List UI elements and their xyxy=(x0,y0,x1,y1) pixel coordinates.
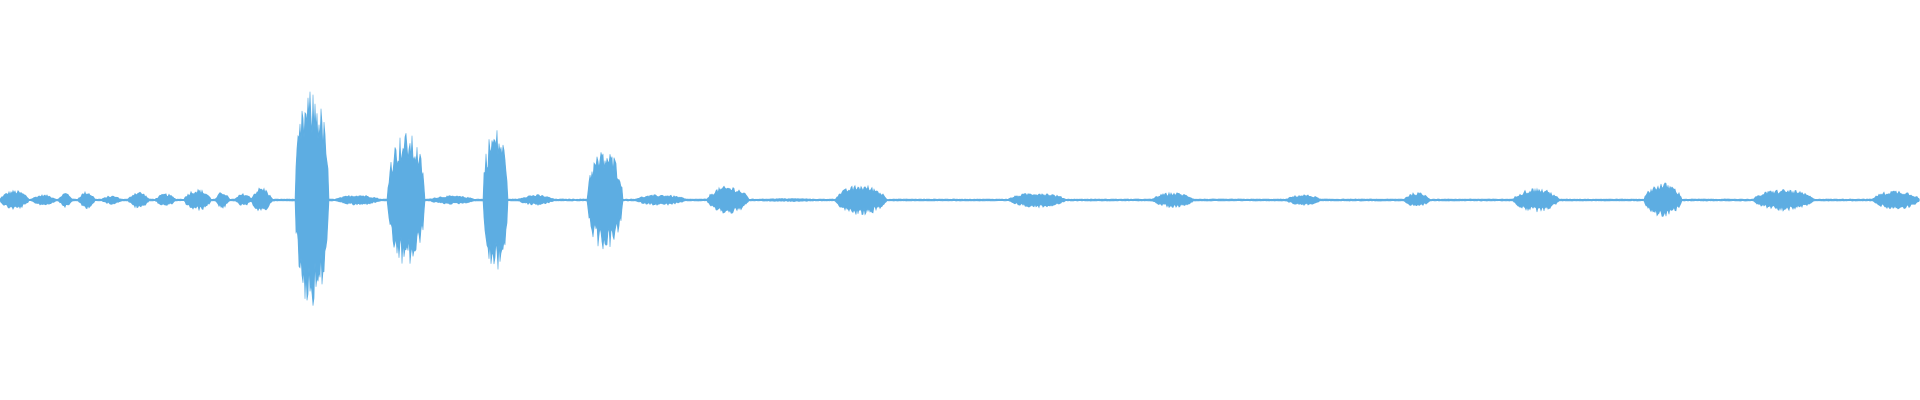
waveform-shape xyxy=(0,91,1920,306)
